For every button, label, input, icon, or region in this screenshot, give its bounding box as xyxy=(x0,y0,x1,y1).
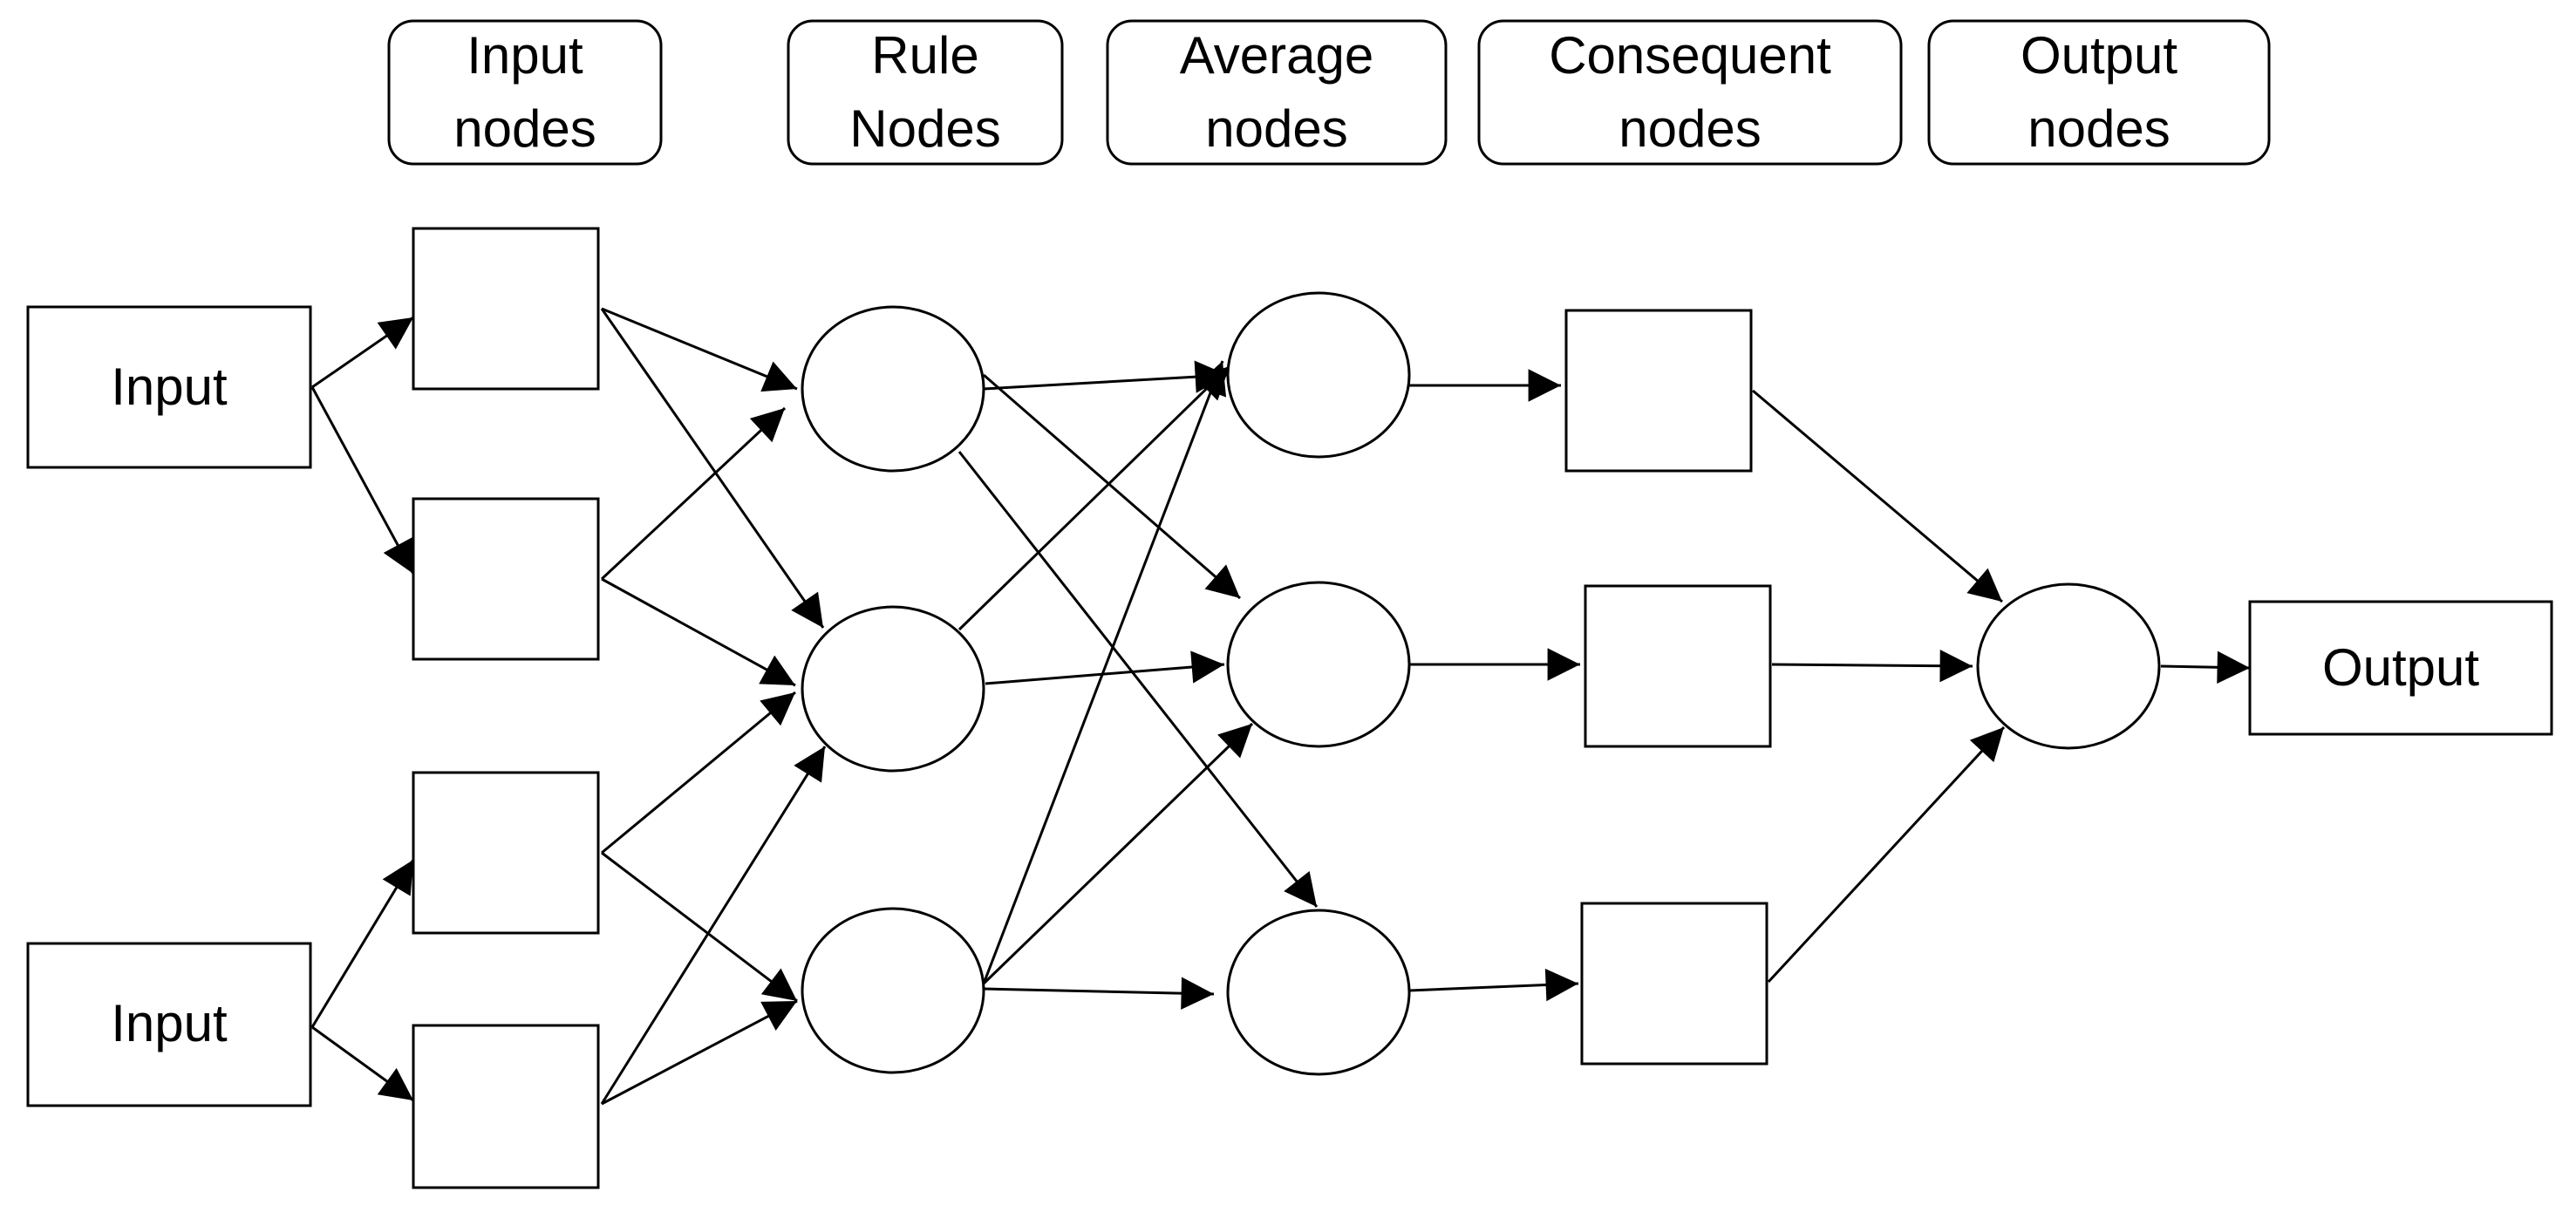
edge-input1-to-in1 xyxy=(311,316,414,389)
edge-input2-to-in4 xyxy=(311,1025,414,1102)
edge-in4-to-rule2 xyxy=(600,746,827,1105)
edge-rule1-to-avg3 xyxy=(957,451,1319,908)
edge-rule1-to-avg1 xyxy=(983,360,1229,393)
edge-in2-to-rule2 xyxy=(601,577,796,687)
average-node-2 xyxy=(1226,581,1411,748)
header-consequent-nodes: Consequent nodes xyxy=(1477,19,1903,166)
output-node xyxy=(1976,582,2161,750)
rule-node-1 xyxy=(801,305,985,473)
edge-in3-to-rule2 xyxy=(601,691,796,855)
header-rule-nodes-line2: Nodes xyxy=(849,99,1000,158)
edge-cons3-to-out xyxy=(1767,725,2006,984)
header-rule-nodes: Rule Nodes xyxy=(787,19,1064,166)
header-consequent-nodes-line1: Consequent xyxy=(1549,26,1831,85)
edge-input1-to-in2 xyxy=(310,386,415,575)
edge-cons1-to-out xyxy=(1752,389,2003,603)
edge-rule2-to-avg1 xyxy=(957,364,1231,631)
header-average-nodes: Average nodes xyxy=(1106,19,1448,166)
average-node-1 xyxy=(1226,291,1411,459)
edge-in3-to-rule3 xyxy=(601,851,798,1003)
edge-rule1-to-avg2 xyxy=(983,373,1241,600)
edges xyxy=(310,307,2251,1106)
input-node-1 xyxy=(412,227,600,391)
input-box-bottom: Input xyxy=(26,942,312,1107)
consequent-node-1 xyxy=(1564,309,1753,473)
input-box-bottom-label: Input xyxy=(111,994,228,1052)
average-node-3 xyxy=(1226,909,1411,1076)
header-rule-nodes-box xyxy=(787,19,1064,166)
consequent-node-2 xyxy=(1584,584,1772,748)
edge-in4-to-rule3 xyxy=(601,999,798,1106)
header-output-nodes-line1: Output xyxy=(2021,26,2177,85)
header-input-nodes: Input nodes xyxy=(387,19,663,166)
input-box-top-label: Input xyxy=(111,358,228,416)
header-average-nodes-line2: nodes xyxy=(1205,99,1347,158)
header-input-nodes-line2: nodes xyxy=(453,99,596,158)
header-rule-nodes-line1: Rule xyxy=(871,26,978,85)
edge-avg3-to-cons3 xyxy=(1408,968,1579,1002)
header-consequent-nodes-line2: nodes xyxy=(1619,99,1761,158)
output-box-label: Output xyxy=(2322,638,2479,697)
header-output-nodes-box xyxy=(1927,19,2271,166)
input-box-top: Input xyxy=(26,305,312,469)
input-box-bottom-rect xyxy=(26,942,312,1107)
input-node-4 xyxy=(412,1024,600,1189)
edge-rule3-to-avg2 xyxy=(982,722,1254,985)
input-node-2 xyxy=(412,497,600,661)
header-output-nodes: Output nodes xyxy=(1927,19,2271,166)
rule-node-3 xyxy=(801,907,985,1074)
edge-cons2-to-out xyxy=(1771,649,1973,683)
edge-rule3-to-avg3 xyxy=(983,977,1215,1010)
header-input-nodes-box xyxy=(387,19,663,166)
edge-rule2-to-avg2 xyxy=(985,650,1225,685)
edge-in1-to-rule2 xyxy=(600,308,825,629)
rule-node-2 xyxy=(801,605,985,773)
output-box: Output xyxy=(2248,600,2553,736)
input-node-3 xyxy=(412,771,600,935)
edge-in2-to-rule1 xyxy=(600,406,787,581)
header-average-nodes-line1: Average xyxy=(1180,26,1373,85)
edge-out-to-output xyxy=(2160,650,2251,684)
consequent-node-3 xyxy=(1580,902,1768,1066)
output-box-rect xyxy=(2248,600,2553,736)
header-average-nodes-box xyxy=(1106,19,1448,166)
edge-rule3-to-avg1 xyxy=(982,360,1227,984)
edge-input2-to-in3 xyxy=(310,859,415,1028)
header-input-nodes-line1: Input xyxy=(467,26,583,85)
edge-in1-to-rule1 xyxy=(601,307,798,392)
input-box-top-rect xyxy=(26,305,312,469)
header-output-nodes-line2: nodes xyxy=(2027,99,2170,158)
header-consequent-nodes-box xyxy=(1477,19,1903,166)
